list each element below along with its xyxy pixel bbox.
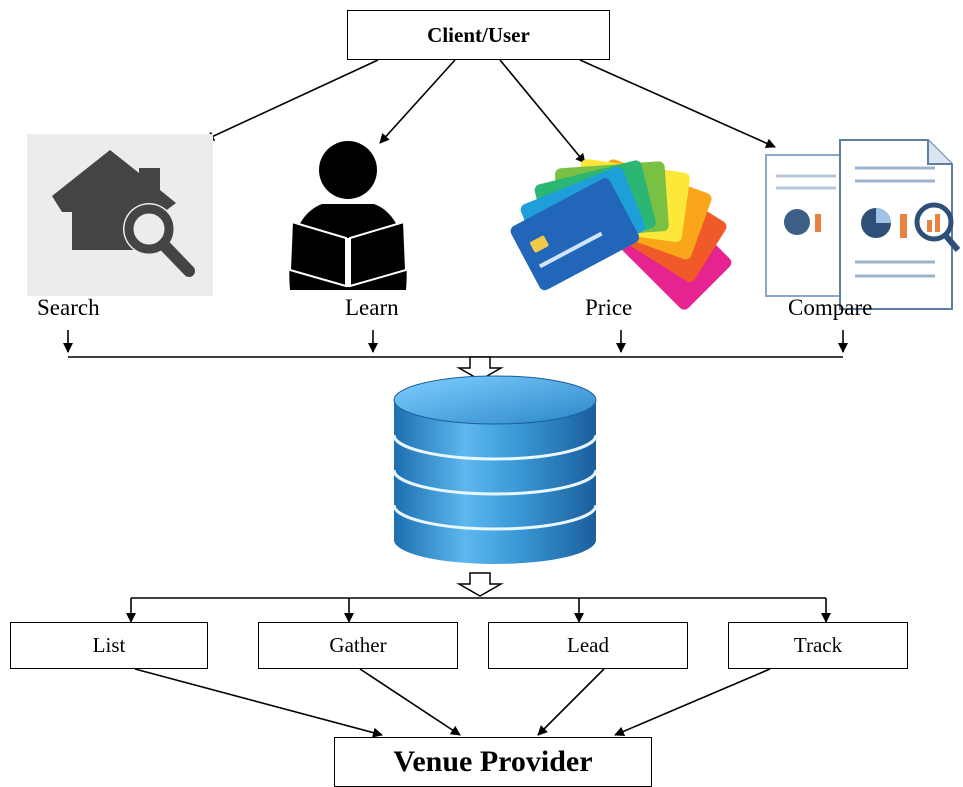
person-reading-icon — [288, 141, 408, 290]
action-label-compare: Compare — [788, 295, 873, 320]
provider-box-list: List — [10, 622, 208, 669]
action-label-price: Price — [585, 295, 633, 320]
house-search-icon — [27, 134, 213, 296]
provider-label-gather: Gather — [329, 633, 387, 657]
block-arrow-from-database — [456, 572, 504, 597]
client-user-label: Client/User — [427, 22, 530, 47]
provider-arrows — [134, 668, 771, 738]
venue-provider-label: Venue Provider — [393, 745, 593, 778]
collect-arrows — [63, 330, 848, 358]
block-arrow-to-database — [456, 356, 504, 381]
documents-compare-icon — [765, 139, 961, 310]
provider-box-lead: Lead — [488, 622, 688, 669]
action-label-learn: Learn — [345, 295, 399, 320]
provider-box-gather: Gather — [258, 622, 458, 669]
client-user-box: Client/User — [347, 10, 610, 60]
top-arrows — [204, 59, 776, 164]
database-icon — [392, 375, 598, 564]
venue-provider-box: Venue Provider — [334, 737, 652, 787]
provider-label-track: Track — [793, 633, 843, 657]
provider-box-track: Track — [728, 622, 908, 669]
provider-label-list: List — [92, 633, 126, 657]
provider-label-lead: Lead — [567, 633, 609, 657]
credit-cards-icon — [510, 159, 732, 310]
action-label-search: Search — [37, 295, 100, 320]
distribute-arrows — [126, 597, 831, 623]
